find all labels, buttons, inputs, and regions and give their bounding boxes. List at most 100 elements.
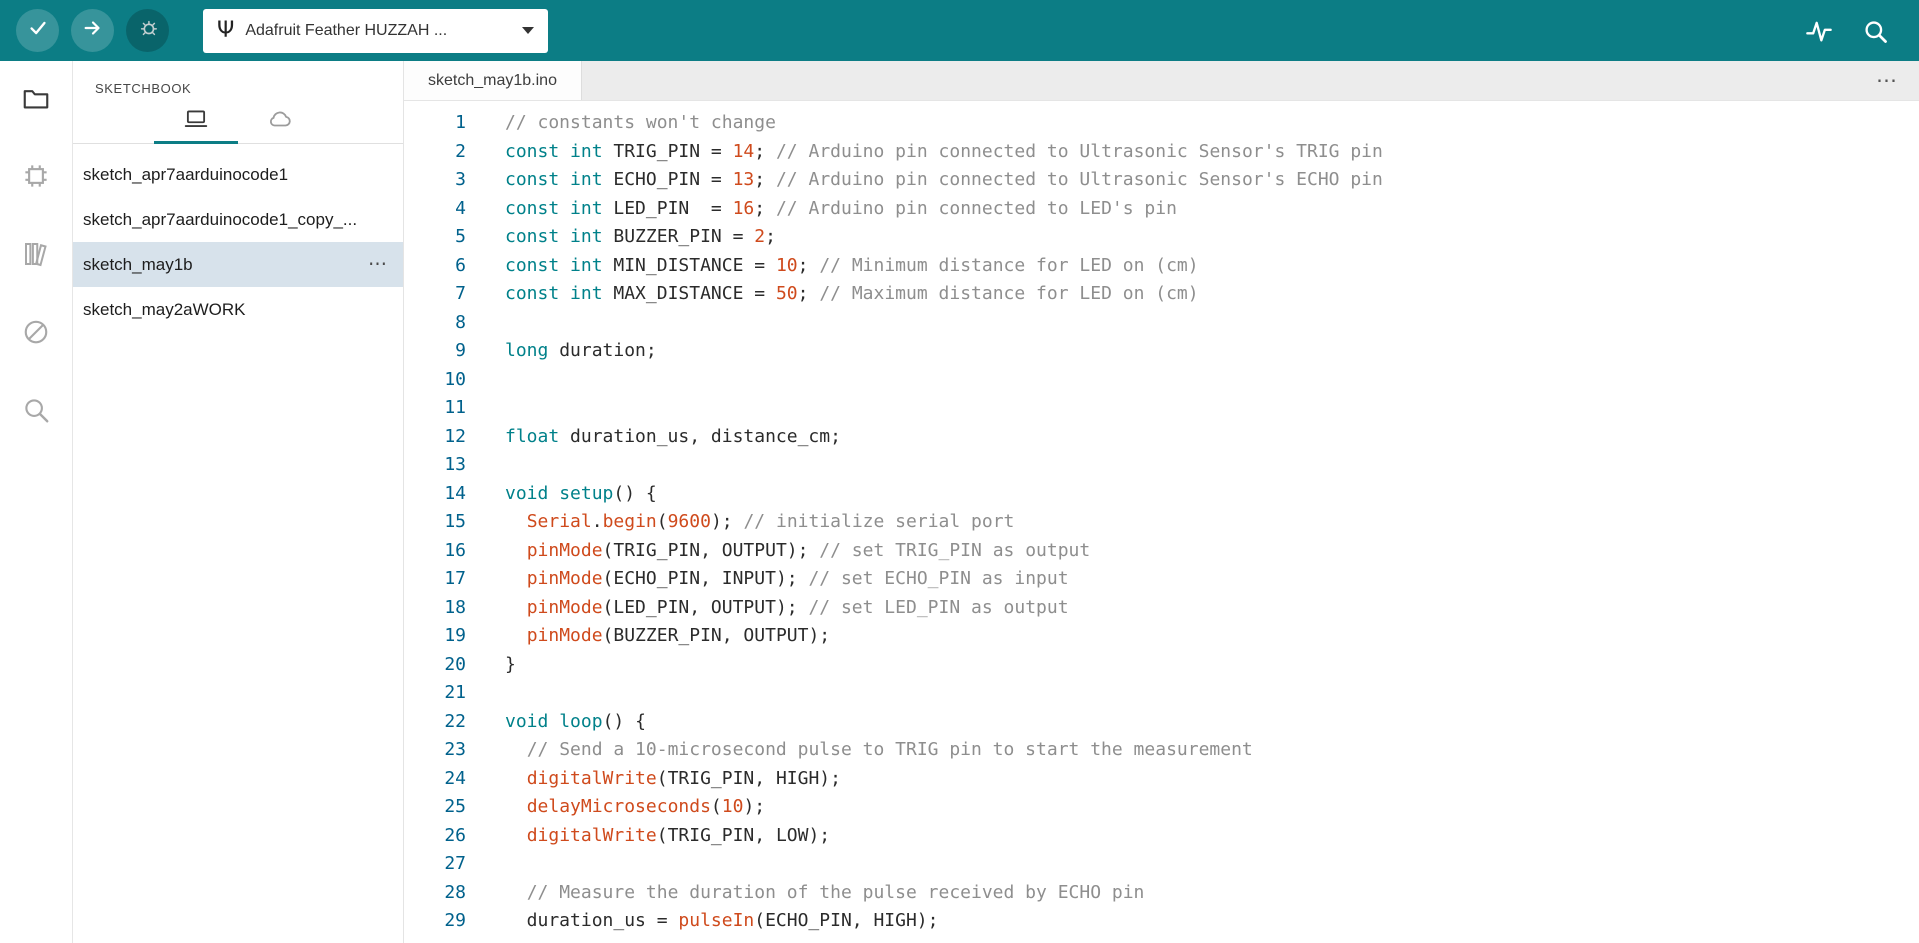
line-number: 17 xyxy=(444,568,466,589)
line-number: 13 xyxy=(444,454,466,475)
cloud-icon xyxy=(267,106,293,137)
sketch-name: sketch_may2aWORK xyxy=(83,299,246,319)
line-number: 6 xyxy=(455,254,466,276)
sidebar-item-debug[interactable] xyxy=(0,295,72,373)
line-number: 16 xyxy=(444,539,466,561)
debug-icon xyxy=(137,17,159,44)
code-line[interactable]: 26 digitalWrite(TRIG_PIN, LOW); xyxy=(404,822,1919,851)
code-line[interactable]: 1// constants won't change xyxy=(404,109,1919,138)
line-number: 24 xyxy=(444,767,466,789)
code-line[interactable]: 20} xyxy=(404,651,1919,680)
code-line[interactable]: 25 delayMicroseconds(10); xyxy=(404,793,1919,822)
line-number: 23 xyxy=(444,739,466,760)
sketchbook-tabs xyxy=(73,100,403,144)
serial-monitor-button[interactable] xyxy=(1861,17,1889,45)
tab-local-sketches[interactable] xyxy=(154,100,238,144)
code-line[interactable]: 19 pinMode(BUZZER_PIN, OUTPUT); xyxy=(404,622,1919,651)
sketch-name: sketch_may1b xyxy=(83,254,193,274)
editor-tab-bar: sketch_may1b.ino ⋯ xyxy=(404,61,1919,101)
code-text: duration_us = pulseIn(ECHO_PIN, HIGH); xyxy=(505,910,939,931)
editor-more-actions-icon[interactable]: ⋯ xyxy=(1876,69,1897,92)
code-text: float duration_us, distance_cm; xyxy=(505,425,841,447)
sketch-name: sketch_apr7aarduinocode1_copy_... xyxy=(83,209,358,229)
code-line[interactable]: 8 xyxy=(404,309,1919,338)
sketch-list-item[interactable]: sketch_apr7aarduinocode1 xyxy=(73,152,403,197)
code-line[interactable]: 15 Serial.begin(9600); // initialize ser… xyxy=(404,508,1919,537)
code-line[interactable]: 5 const int BUZZER_PIN = 2; xyxy=(404,223,1919,252)
upload-button[interactable] xyxy=(71,9,114,52)
activity-bar xyxy=(0,61,73,943)
line-number: 5 xyxy=(455,226,466,247)
code-text: digitalWrite(TRIG_PIN, LOW); xyxy=(526,824,831,846)
tab-cloud-sketches[interactable] xyxy=(238,100,322,143)
code-text: // constants won't change xyxy=(505,112,776,133)
sidebar-item-search[interactable] xyxy=(0,373,72,451)
code-text xyxy=(466,309,505,338)
code-text: const int LED_PIN = 16; // Arduino pin c… xyxy=(505,197,1177,219)
code-line[interactable]: 10 xyxy=(404,366,1919,395)
line-number: 9 xyxy=(455,340,466,361)
chip-icon xyxy=(21,161,51,196)
sketch-context-menu-icon[interactable]: ⋯ xyxy=(368,254,387,275)
editor-tab[interactable]: sketch_may1b.ino xyxy=(404,61,582,100)
line-number: 10 xyxy=(444,368,466,390)
editor-tab-label: sketch_may1b.ino xyxy=(428,71,557,89)
code-text: Serial.begin(9600); // initialize serial… xyxy=(526,511,1015,532)
code-text xyxy=(466,850,505,879)
code-text: void loop() { xyxy=(505,710,646,732)
code-text: } xyxy=(505,653,516,675)
code-text: pinMode(LED_PIN, OUTPUT); // set LED_PIN… xyxy=(526,596,1069,618)
line-number: 7 xyxy=(455,283,466,304)
code-line[interactable]: 21 xyxy=(404,679,1919,708)
code-text: // Send a 10-microsecond pulse to TRIG p… xyxy=(526,739,1253,760)
books-icon xyxy=(21,239,51,274)
verify-button[interactable] xyxy=(16,9,59,52)
line-number: 20 xyxy=(444,653,466,675)
code-line[interactable]: 24 digitalWrite(TRIG_PIN, HIGH); xyxy=(404,765,1919,794)
sketch-list-item[interactable]: sketch_apr7aarduinocode1_copy_... xyxy=(73,197,403,242)
code-line[interactable]: 29 duration_us = pulseIn(ECHO_PIN, HIGH)… xyxy=(404,907,1919,936)
code-text xyxy=(466,451,505,480)
debug-button[interactable] xyxy=(126,9,169,52)
code-line[interactable]: 11 xyxy=(404,394,1919,423)
code-line[interactable]: 28 // Measure the duration of the pulse … xyxy=(404,879,1919,908)
usb-board-icon: Ψ xyxy=(217,17,235,43)
code-line[interactable]: 17 pinMode(ECHO_PIN, INPUT); // set ECHO… xyxy=(404,565,1919,594)
serial-plotter-button[interactable] xyxy=(1805,17,1833,45)
sidebar-item-boards-manager[interactable] xyxy=(0,139,72,217)
sidebar-item-library-manager[interactable] xyxy=(0,217,72,295)
line-number: 27 xyxy=(444,853,466,874)
folder-icon xyxy=(21,83,51,118)
line-number: 15 xyxy=(444,511,466,532)
chevron-down-icon xyxy=(522,27,534,34)
line-number: 26 xyxy=(444,824,466,846)
line-number: 25 xyxy=(444,796,466,817)
line-number: 11 xyxy=(444,397,466,418)
main-toolbar: Ψ Adafruit Feather HUZZAH ... xyxy=(0,0,1919,61)
code-line[interactable]: 27 xyxy=(404,850,1919,879)
sketch-list-item[interactable]: sketch_may2aWORK xyxy=(73,287,403,332)
code-line[interactable]: 23 // Send a 10-microsecond pulse to TRI… xyxy=(404,736,1919,765)
code-line[interactable]: 18 pinMode(LED_PIN, OUTPUT); // set LED_… xyxy=(404,594,1919,623)
code-line[interactable]: 16 pinMode(TRIG_PIN, OUTPUT); // set TRI… xyxy=(404,537,1919,566)
code-text: const int BUZZER_PIN = 2; xyxy=(505,226,776,247)
code-text: digitalWrite(TRIG_PIN, HIGH); xyxy=(526,767,841,789)
code-text: const int TRIG_PIN = 14; // Arduino pin … xyxy=(505,140,1383,162)
code-text: pinMode(TRIG_PIN, OUTPUT); // set TRIG_P… xyxy=(526,539,1091,561)
board-selector-dropdown[interactable]: Ψ Adafruit Feather HUZZAH ... xyxy=(203,8,548,53)
line-number: 19 xyxy=(444,625,466,646)
sketch-list-item[interactable]: sketch_may1b ⋯ xyxy=(73,242,403,287)
code-line[interactable]: 13 xyxy=(404,451,1919,480)
sidebar-item-sketchbook[interactable] xyxy=(0,61,72,139)
code-text: const int ECHO_PIN = 13; // Arduino pin … xyxy=(505,169,1383,190)
